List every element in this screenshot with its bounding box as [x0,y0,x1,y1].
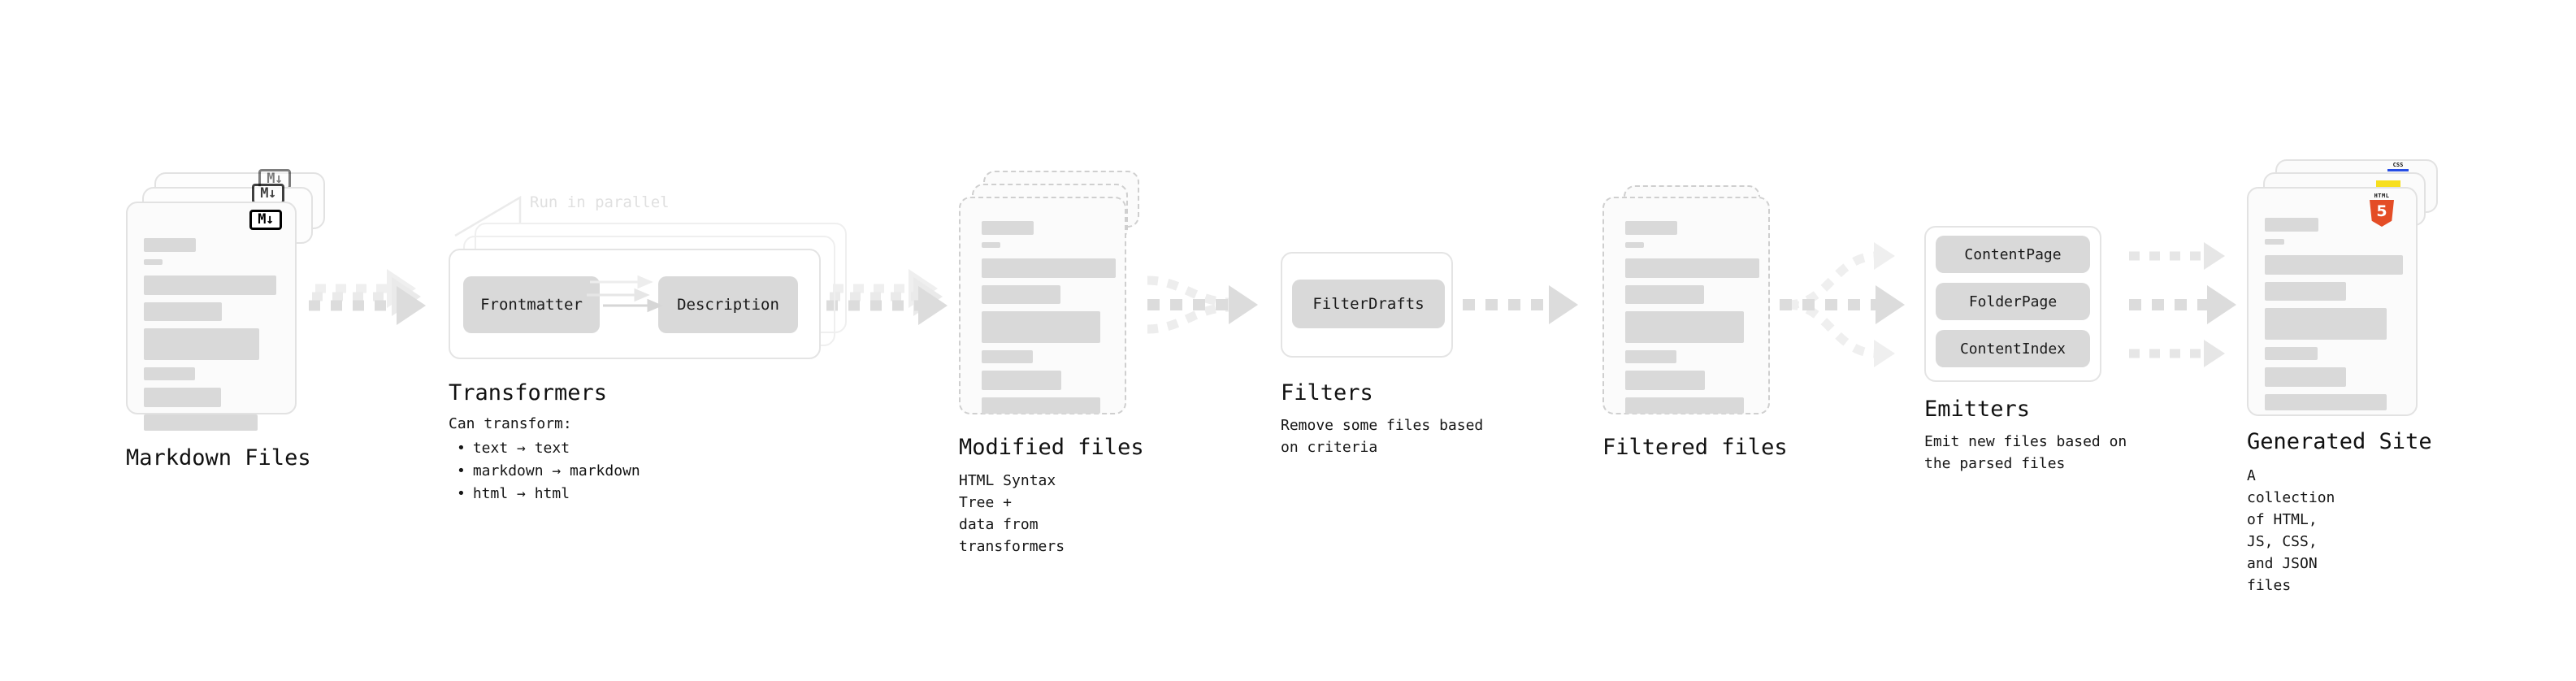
doc-bar [144,302,222,321]
transformers-bullet: text → text [449,437,640,460]
filtered-files-title: Filtered files [1602,435,1788,460]
arrow-emitters-to-site [2129,242,2236,367]
markdown-badge-front: M↓ [249,210,282,230]
arrow-modified-to-filters [1147,275,1258,334]
emitters-subtitle: Emit new files based on the parsed files [1924,433,2127,472]
run-in-parallel-label: Run in parallel [530,193,670,211]
emitter-node-folderpage[interactable]: FolderPage [1936,283,2090,320]
doc-bar [144,275,276,295]
transformers-bullet: markdown → markdown [449,460,640,483]
doc-bar [144,388,221,407]
modified-files-title: Modified files [959,435,1144,460]
transformers-bullet: html → html [449,483,640,505]
doc-bar [2265,239,2284,245]
doc-bar [2265,282,2346,301]
doc-bar [982,311,1100,343]
doc-bar [982,371,1061,390]
transformers-bullets-head: Can transform: [449,415,572,432]
arrow-markdown-to-transformers [309,269,426,325]
html5-badge-word: HTML [2374,193,2390,199]
doc-bar [144,259,163,265]
doc-bar [1625,221,1677,235]
doc-bar [144,238,196,252]
doc-bar [1625,371,1705,390]
doc-bar [982,285,1060,304]
doc-bar [982,221,1034,235]
doc-bar [1625,242,1644,248]
doc-bar [1625,397,1744,414]
html5-badge: HTML [2367,193,2396,228]
doc-bar [982,258,1116,278]
doc-bar [982,350,1033,363]
doc-bar [2265,347,2318,360]
transformers-title: Transformers [449,380,608,406]
transformers-bullets: Can transform: text → text markdown → ma… [449,413,640,505]
transformer-node-description[interactable]: Description [658,276,798,333]
doc-bar [2265,308,2387,340]
modified-files-subtitle: HTML Syntax Tree + data from transformer… [959,472,1065,555]
doc-bar [982,242,1000,248]
emitter-node-contentpage[interactable]: ContentPage [1936,236,2090,273]
doc-bar [982,397,1100,414]
transformer-node-frontmatter[interactable]: Frontmatter [463,276,600,333]
doc-bar [1625,350,1676,363]
arrow-filters-to-filtered [1463,285,1578,324]
doc-bar [1625,258,1759,278]
emitters-title: Emitters [1924,397,2031,422]
emitter-node-contentindex[interactable]: ContentIndex [1936,330,2090,367]
filters-subtitle: Remove some files based on criteria [1281,417,1484,456]
doc-bar [2265,218,2318,232]
doc-bar [2265,367,2346,387]
doc-bar [2265,255,2403,275]
doc-bar [144,414,258,431]
doc-bar [144,367,195,380]
generated-site-subtitle: A collection of HTML, JS, CSS, and JSON … [2247,467,2335,594]
generated-site-title: Generated Site [2247,429,2432,454]
doc-bar [1625,285,1704,304]
markdown-files-title: Markdown Files [126,445,311,471]
filters-title: Filters [1281,380,1373,406]
doc-bar [2265,394,2387,410]
arrow-filtered-to-emitters [1780,242,1905,367]
css-badge: CSS [2387,163,2409,171]
doc-bar [1625,311,1744,343]
doc-bar [144,328,259,360]
filter-node-filterdrafts[interactable]: FilterDrafts [1292,280,1445,328]
